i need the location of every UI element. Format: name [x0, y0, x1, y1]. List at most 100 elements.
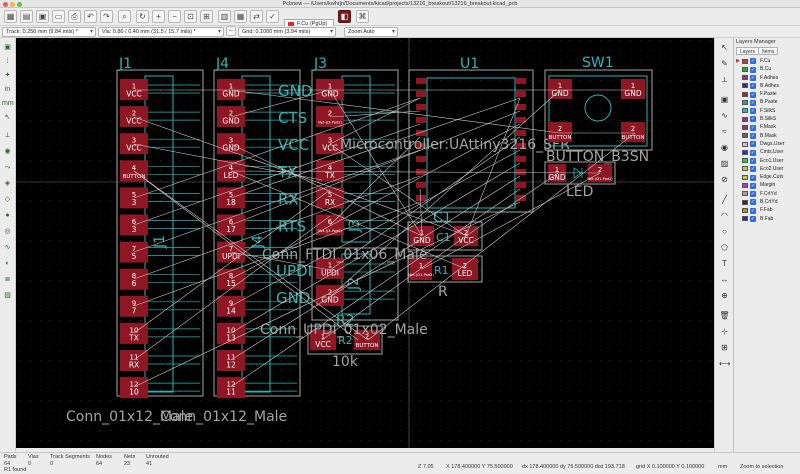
layer-row[interactable]: ✓F.Fab	[736, 206, 799, 214]
layer-visibility-checkbox[interactable]: ✓	[750, 74, 756, 81]
layer-row[interactable]: ✓F.SilkS	[736, 107, 799, 115]
layer-color-swatch[interactable]	[742, 66, 748, 72]
grid-icon[interactable]: ⁞	[6, 58, 9, 65]
refresh-icon[interactable]: ↻	[136, 10, 149, 23]
layer-color-swatch[interactable]	[742, 216, 748, 222]
tab-layers[interactable]: Layers	[736, 47, 760, 55]
u1-pad[interactable]	[516, 143, 526, 149]
track-width-select[interactable]: Track: 0.250 mm (9.84 mils) *	[2, 27, 96, 37]
high-contrast-icon[interactable]: ◐	[5, 260, 10, 267]
add-polygon-icon[interactable]: ⬠	[721, 243, 728, 252]
layer-row[interactable]: ✓Eco2.User	[736, 165, 799, 173]
layer-visibility-checkbox[interactable]: ✓	[750, 124, 756, 131]
j1-pad[interactable]: 75	[120, 241, 148, 263]
layer-row[interactable]: ✓F.CrtYd	[736, 190, 799, 198]
show-zones-outline-icon[interactable]: ◇	[4, 196, 11, 203]
add-via-icon[interactable]: ◉	[721, 143, 728, 152]
layer-visibility-checkbox[interactable]: ✓	[750, 157, 756, 164]
layer-visibility-checkbox[interactable]: ✓	[750, 191, 756, 198]
layer-visibility-checkbox[interactable]: ✓	[750, 108, 756, 115]
layer-row[interactable]: ✓Cmts.User	[736, 148, 799, 156]
layer-pair-icon[interactable]: ◧	[338, 10, 351, 23]
footprint-browser-icon[interactable]: ▦	[234, 10, 247, 23]
layer-row[interactable]: ✓B.Mask	[736, 132, 799, 140]
u1-pad[interactable]	[516, 117, 526, 123]
layer-visibility-checkbox[interactable]: ✓	[750, 141, 756, 148]
layer-color-swatch[interactable]	[742, 174, 748, 180]
add-zone-icon[interactable]: ▨	[720, 159, 729, 168]
u1-pad[interactable]	[416, 143, 426, 149]
add-footprint-icon[interactable]: ▣	[720, 95, 729, 104]
layer-color-swatch[interactable]	[742, 199, 748, 205]
layer-visibility-checkbox[interactable]: ✓	[750, 207, 756, 214]
add-text-icon[interactable]: T	[722, 259, 727, 268]
minimize-window-button[interactable]	[10, 1, 15, 7]
zoom-select[interactable]: Zoom Auto	[344, 27, 398, 37]
tracks-sketch-icon[interactable]: ∿	[4, 244, 11, 251]
drc-icon[interactable]: ✓	[266, 10, 279, 23]
measure-icon[interactable]: ⟷	[719, 359, 731, 368]
layer-color-swatch[interactable]	[742, 108, 748, 114]
tab-items[interactable]: Items	[758, 47, 779, 55]
layer-visibility-checkbox[interactable]: ✓	[750, 83, 756, 90]
microwave-toolbar-icon[interactable]: ▨	[4, 292, 11, 299]
u1-pad[interactable]	[416, 156, 426, 162]
layer-color-swatch[interactable]	[742, 149, 748, 155]
layer-visibility-checkbox[interactable]: ✓	[750, 216, 756, 223]
zoom-out-icon[interactable]: −	[168, 10, 181, 23]
route-diff-pair-icon[interactable]: ≈	[722, 127, 727, 136]
layer-visibility-checkbox[interactable]: ✓	[750, 99, 756, 106]
zoom-selection-icon[interactable]: ⊞	[200, 10, 213, 23]
layer-row[interactable]: ✓Margin	[736, 181, 799, 189]
close-window-button[interactable]	[3, 1, 8, 7]
u1-pad[interactable]	[516, 78, 526, 84]
layer-visibility-checkbox[interactable]: ✓	[750, 133, 756, 140]
layer-visibility-checkbox[interactable]: ✓	[750, 66, 756, 73]
scripting-icon[interactable]: ⌘	[356, 10, 369, 23]
layer-color-swatch[interactable]	[742, 166, 748, 172]
j4-footprint[interactable]: 1GND2GND3GND4LED5186177UPDI8159141013111…	[213, 56, 301, 399]
ratsnest-icon[interactable]: ⟂	[5, 132, 10, 139]
j4-pad[interactable]: 914	[217, 295, 245, 317]
layer-color-swatch[interactable]	[742, 91, 748, 97]
pads-sketch-icon[interactable]: ●	[5, 212, 10, 219]
layer-row[interactable]: ✓B.Fab	[736, 215, 799, 223]
layer-row[interactable]: ✓B.Cu	[736, 65, 799, 73]
u1-pad[interactable]	[416, 117, 426, 123]
layer-row[interactable]: ✓Edge.Cuts	[736, 173, 799, 181]
open-icon[interactable]: ▤	[20, 10, 33, 23]
page-settings-icon[interactable]: ▭	[52, 10, 65, 23]
layer-visibility-checkbox[interactable]: ✓	[750, 91, 756, 98]
netlist-icon[interactable]: ⇄	[250, 10, 263, 23]
j1-pad[interactable]: 86	[120, 268, 148, 290]
add-line-icon[interactable]: ╱	[722, 195, 727, 204]
layer-color-swatch[interactable]	[742, 158, 748, 164]
highlight-net-icon[interactable]: ✎	[721, 59, 728, 68]
layer-row[interactable]: ✓B.SilkS	[736, 115, 799, 123]
units-mm-icon[interactable]: mm	[2, 100, 14, 107]
search-icon[interactable]: ⌕	[118, 10, 131, 23]
grid-select[interactable]: Grid: 0.1000 mm (3.94 mils)	[238, 27, 336, 37]
add-target-icon[interactable]: ⊕	[721, 291, 728, 300]
drc-marker-icon[interactable]: ▣	[4, 44, 11, 51]
layer-visibility-checkbox[interactable]: ✓	[750, 199, 756, 206]
layer-color-swatch[interactable]	[742, 75, 748, 81]
delete-icon[interactable]: 🗑	[719, 311, 730, 320]
